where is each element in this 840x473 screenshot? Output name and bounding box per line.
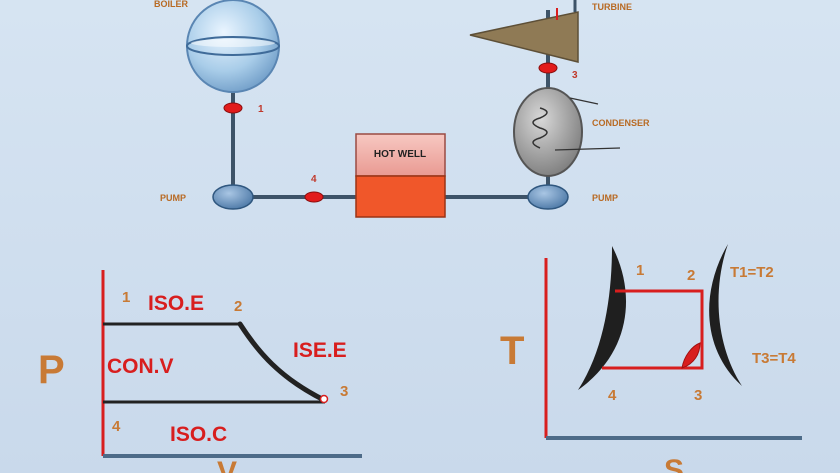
pv-iso-e-label: ISO.E <box>148 292 204 315</box>
pump-right-icon <box>527 184 569 210</box>
pump-right-label: PUMP <box>592 193 618 203</box>
pv-expansion-curve <box>237 321 327 403</box>
turbine-icon <box>469 11 579 63</box>
ts-t-axis-label: T <box>500 329 524 373</box>
turbine-label: TURBINE <box>592 2 632 12</box>
ts-point-2-label: 2 <box>687 267 695 284</box>
ts-point-1-label: 1 <box>636 262 644 279</box>
ts-cycle-path <box>602 289 704 370</box>
plant-schematic: BOILER 1 TURBINE 3 CONDENSER HOT WELL 4 … <box>154 0 650 218</box>
ts-t34-label: T3=T4 <box>752 350 796 367</box>
pv-diagram: P V 1 2 3 4 ISO.E ISE.E CON.V ISO.C <box>38 270 362 473</box>
pv-ise-e-label: ISE.E <box>293 339 347 362</box>
boiler-label: BOILER <box>154 0 189 9</box>
pump-left-icon <box>212 184 254 210</box>
ts-s-axis-label: S <box>664 454 684 473</box>
ts-t12-label: T1=T2 <box>730 264 774 281</box>
pv-point-2-label: 2 <box>234 298 242 315</box>
pv-v-axis-label: V <box>217 456 237 473</box>
pv-p-axis-label: P <box>38 348 65 392</box>
state-point-1-marker <box>223 102 243 114</box>
pv-point-4-label: 4 <box>112 418 121 435</box>
hot-well-label: HOT WELL <box>374 149 426 160</box>
plant-point-4-label: 4 <box>311 174 317 185</box>
plant-point-3-label: 3 <box>572 70 578 81</box>
pv-iso-c-label: ISO.C <box>170 423 227 446</box>
ts-diagram: T S 1 2 3 4 T1=T2 T3=T4 <box>500 244 802 473</box>
state-point-4-marker <box>304 191 324 203</box>
ts-point-4-label: 4 <box>608 387 617 404</box>
pv-con-v-label: CON.V <box>107 355 174 378</box>
pv-point-3-marker <box>319 394 329 404</box>
hot-well-top <box>355 133 446 177</box>
ts-dome-left <box>578 246 627 390</box>
boiler-icon <box>186 0 280 93</box>
condenser-icon <box>513 87 621 177</box>
hot-well-bottom <box>355 175 446 218</box>
pv-point-1-label: 1 <box>122 289 130 306</box>
state-point-3-marker <box>538 62 558 74</box>
pv-point-3-label: 3 <box>340 383 348 400</box>
ts-dome-right <box>709 244 742 386</box>
plant-point-1-label: 1 <box>258 104 264 115</box>
pump-left-label: PUMP <box>160 193 186 203</box>
condenser-label: CONDENSER <box>592 118 650 128</box>
ts-point-3-label: 3 <box>694 387 702 404</box>
ts-pump-leaf <box>681 342 701 369</box>
